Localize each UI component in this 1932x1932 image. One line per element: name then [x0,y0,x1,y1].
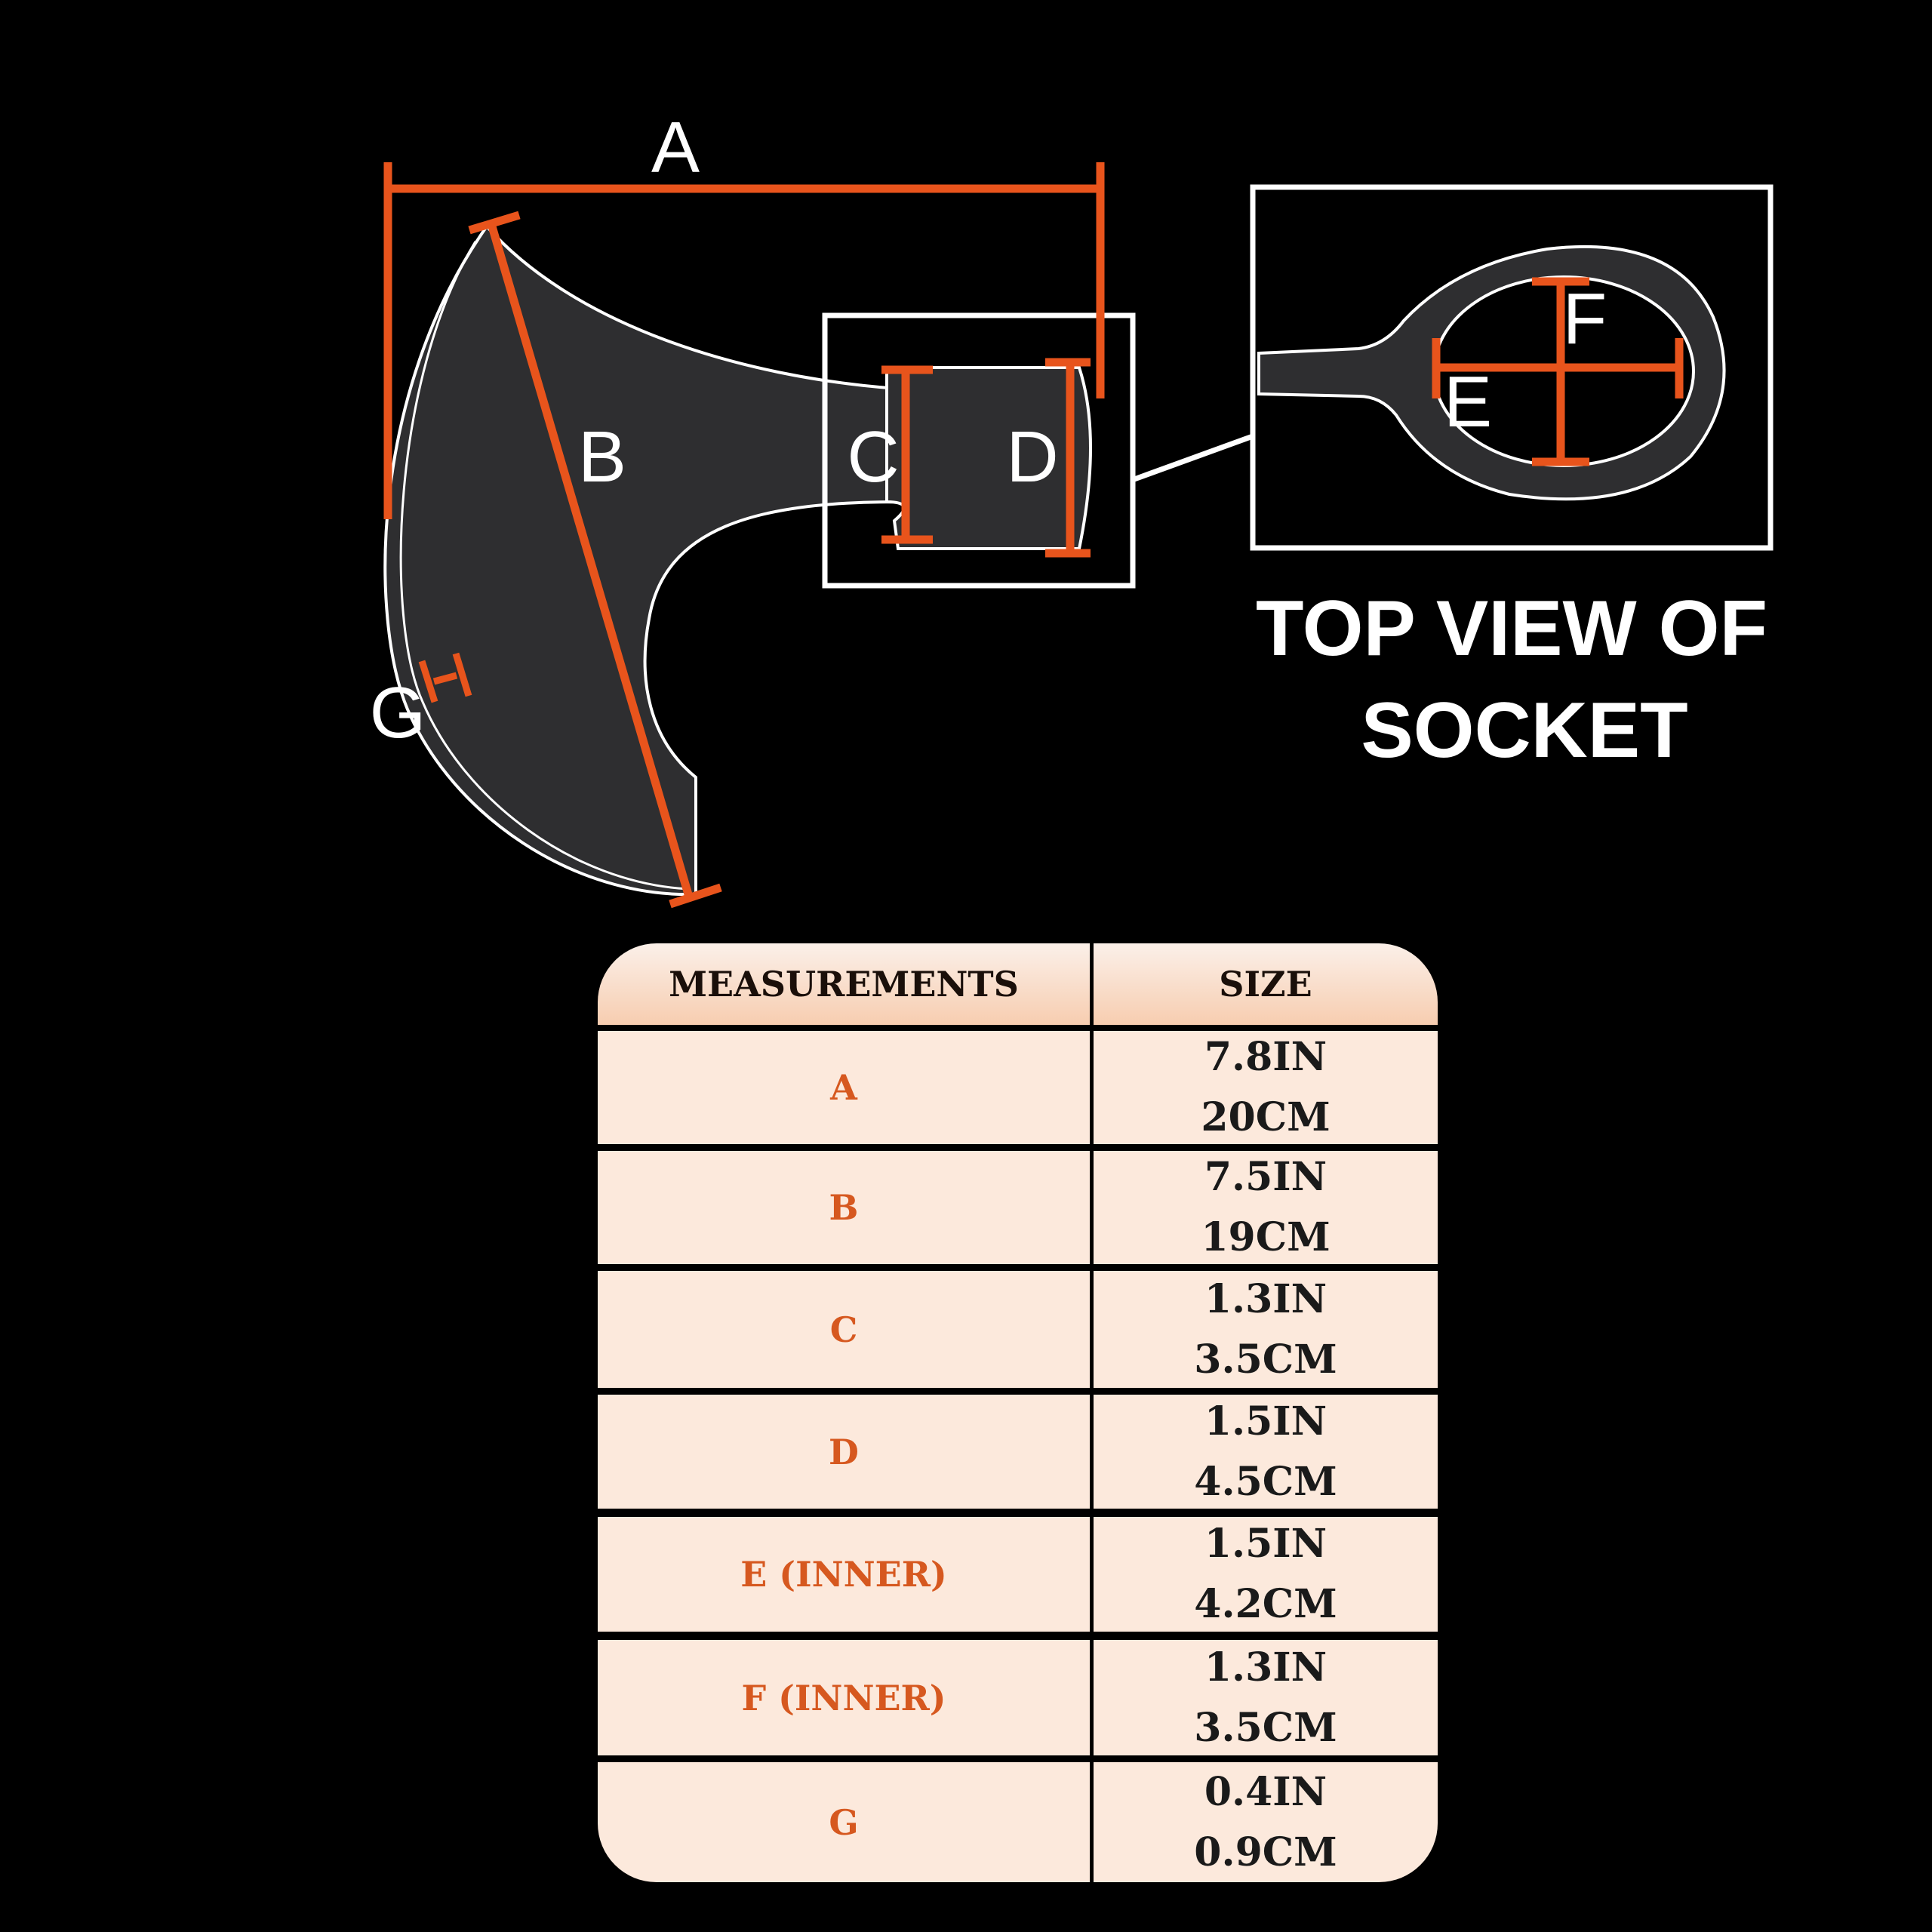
table-row: A 7.8IN 20CM [598,1031,1438,1144]
size-cm: 20CM [1201,1094,1331,1140]
measure-g [418,652,472,703]
size-in: 7.8IN [1204,1034,1327,1080]
measurements-table: MEASUREMENTS SIZE A 7.8IN 20CM B 7.5IN 19C… [598,943,1438,1882]
table-row: C 1.3IN 3.5CM [598,1271,1438,1388]
label-d: D [1006,417,1058,497]
table-row: B 7.5IN 19CM [598,1151,1438,1264]
measurement-name: A [830,1067,857,1108]
measurement-name: G [829,1801,859,1843]
row-size-cell: 1.5IN 4.5CM [1094,1395,1438,1509]
size-in: 1.5IN [1204,1521,1327,1567]
table-header-row: MEASUREMENTS SIZE [598,943,1438,1025]
measurement-name: C [829,1309,858,1350]
row-size-cell: 0.4IN 0.9CM [1094,1762,1438,1882]
size-in: 1.3IN [1204,1275,1327,1322]
table-row: E (INNER) 1.5IN 4.2CM [598,1517,1438,1632]
measure-b [468,211,722,909]
row-name-cell: F (INNER) [598,1640,1090,1755]
caption-line-2: SOCKET [1361,687,1687,774]
table-row: G 0.4IN 0.9CM [598,1762,1438,1882]
row-size-cell: 7.8IN 20CM [1094,1031,1438,1144]
row-size-cell: 1.3IN 3.5CM [1094,1640,1438,1755]
label-g: G [370,672,426,753]
socket-detail-box [822,312,1136,589]
measurement-name: E (INNER) [740,1554,947,1595]
axe-head [383,223,900,897]
axe-edge-bevel [399,241,689,891]
size-in: 0.4IN [1204,1768,1327,1815]
row-name-cell: G [598,1762,1090,1882]
label-e: E [1444,361,1492,442]
measurement-name: D [829,1431,859,1472]
label-b: B [578,417,626,497]
row-name-cell: D [598,1395,1090,1509]
measurement-name: B [829,1187,859,1228]
header-size: SIZE [1094,943,1438,1025]
row-size-cell: 7.5IN 19CM [1094,1151,1438,1264]
row-name-cell: A [598,1031,1090,1144]
table-row: D 1.5IN 4.5CM [598,1395,1438,1509]
label-f: F [1563,278,1607,359]
measure-c [881,365,933,544]
size-cm: 3.5CM [1194,1336,1337,1383]
size-in: 1.5IN [1204,1398,1327,1444]
caption-line-1: TOP VIEW OF [1256,585,1767,672]
row-name-cell: C [598,1271,1090,1388]
label-c: C [847,417,899,497]
row-name-cell: E (INNER) [598,1517,1090,1632]
row-name-cell: B [598,1151,1090,1264]
measure-d [1045,358,1091,558]
label-a: A [651,107,700,188]
row-size-cell: 1.5IN 4.2CM [1094,1517,1438,1632]
measure-a [383,162,1105,519]
size-cm: 0.9CM [1194,1829,1337,1875]
callout-connector [1133,433,1254,482]
size-cm: 3.5CM [1194,1704,1337,1751]
size-cm: 4.5CM [1194,1458,1337,1505]
axe-diagram: A B C D E F G TOP VIEW OF SOCKET [370,107,1774,909]
table-row: F (INNER) 1.3IN 3.5CM [598,1640,1438,1755]
size-cm: 19CM [1201,1214,1331,1260]
top-view-box [1250,184,1774,551]
size-in: 7.5IN [1204,1154,1327,1200]
size-in: 1.3IN [1204,1644,1327,1690]
measurement-name: F (INNER) [741,1677,946,1718]
size-cm: 4.2CM [1194,1581,1337,1627]
row-size-cell: 1.3IN 3.5CM [1094,1271,1438,1388]
header-measurements: MEASUREMENTS [598,943,1090,1025]
axe-socket [885,366,1092,550]
measure-f [1532,277,1589,466]
